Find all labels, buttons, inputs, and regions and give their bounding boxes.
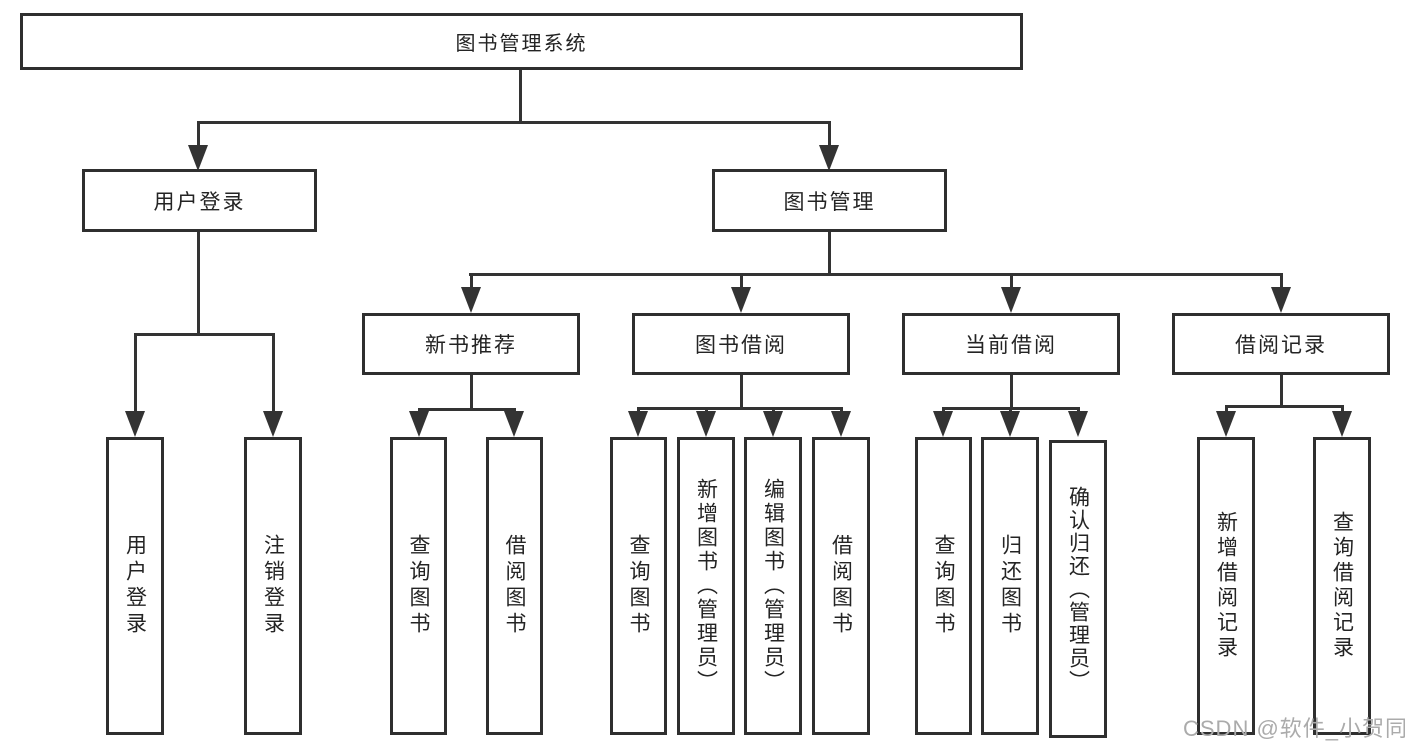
connector-group2-stem xyxy=(740,375,743,409)
connector-group1-stem xyxy=(470,375,473,410)
leaf-query-borrow-record: 查询借阅记录 xyxy=(1313,437,1371,735)
connector-root-drop-left xyxy=(197,121,200,149)
arrowhead-icon xyxy=(1271,287,1291,313)
arrowhead-icon xyxy=(1068,411,1088,437)
connector-group4-drop xyxy=(1225,405,1228,415)
leaf-query-books-3: 查询图书 xyxy=(915,437,972,735)
leaf-return-books: 归还图书 xyxy=(981,437,1039,735)
node-borrow-records: 借阅记录 xyxy=(1172,313,1390,375)
leaf-borrow-books-1: 借阅图书 xyxy=(486,437,543,735)
arrowhead-icon xyxy=(819,145,839,171)
arrowhead-icon xyxy=(188,145,208,171)
leaf-edit-book-admin: 编辑图书（管理员） xyxy=(744,437,802,735)
node-book-borrow: 图书借阅 xyxy=(632,313,850,375)
node-current-borrow: 当前借阅 xyxy=(902,313,1120,375)
arrowhead-icon xyxy=(831,411,851,437)
leaf-add-borrow-record: 新增借阅记录 xyxy=(1197,437,1255,735)
arrowhead-icon xyxy=(1001,287,1021,313)
connector-bookmgmt-stem xyxy=(828,232,831,275)
watermark-csdn: CSDN @软件_小贺同学 xyxy=(1183,716,1405,741)
arrowhead-icon xyxy=(1000,411,1020,437)
connector-userlogin-stem xyxy=(197,232,200,335)
arrowhead-icon xyxy=(1332,411,1352,437)
connector-userlogin-drop xyxy=(134,333,137,413)
connector-bookmgmt-rail xyxy=(469,273,1283,276)
arrowhead-icon xyxy=(1216,411,1236,437)
connector-userlogin-rail xyxy=(134,333,275,336)
leaf-logout: 注销登录 xyxy=(244,437,302,735)
node-new-book-recommend: 新书推荐 xyxy=(362,313,580,375)
leaf-user-login: 用户登录 xyxy=(106,437,164,735)
connector-bookmgmt-drop xyxy=(740,273,743,289)
connector-group4-drop xyxy=(1341,405,1344,415)
connector-bookmgmt-drop xyxy=(1010,273,1013,289)
connector-root-stem xyxy=(519,70,522,122)
arrowhead-icon xyxy=(125,411,145,437)
arrowhead-icon xyxy=(628,411,648,437)
leaf-confirm-return-admin: 确认归还（管理员） xyxy=(1049,440,1107,738)
arrowhead-icon xyxy=(696,411,716,437)
leaf-query-books-2: 查询图书 xyxy=(610,437,667,735)
node-book-management: 图书管理 xyxy=(712,169,947,232)
arrowhead-icon xyxy=(461,287,481,313)
connector-group4-rail xyxy=(1225,405,1343,408)
leaf-borrow-books-2: 借阅图书 xyxy=(812,437,870,735)
connector-group1-rail xyxy=(418,408,516,411)
arrowhead-icon xyxy=(409,411,429,437)
connector-group4-stem xyxy=(1280,375,1283,407)
node-root: 图书管理系统 xyxy=(20,13,1023,70)
arrowhead-icon xyxy=(933,411,953,437)
node-user-login: 用户登录 xyxy=(82,169,317,232)
arrowhead-icon xyxy=(263,411,283,437)
leaf-query-books-1: 查询图书 xyxy=(390,437,447,735)
arrowhead-icon xyxy=(504,411,524,437)
connector-group2-rail xyxy=(637,407,841,410)
connector-userlogin-drop xyxy=(272,333,275,413)
leaf-add-book-admin: 新增图书（管理员） xyxy=(677,437,735,735)
arrowhead-icon xyxy=(731,287,751,313)
connector-root-rail xyxy=(197,121,831,124)
connector-group3-stem xyxy=(1010,375,1013,409)
arrowhead-icon xyxy=(763,411,783,437)
connector-bookmgmt-drop xyxy=(1280,273,1283,289)
connector-root-drop-right xyxy=(828,121,831,149)
connector-bookmgmt-drop xyxy=(470,273,473,289)
